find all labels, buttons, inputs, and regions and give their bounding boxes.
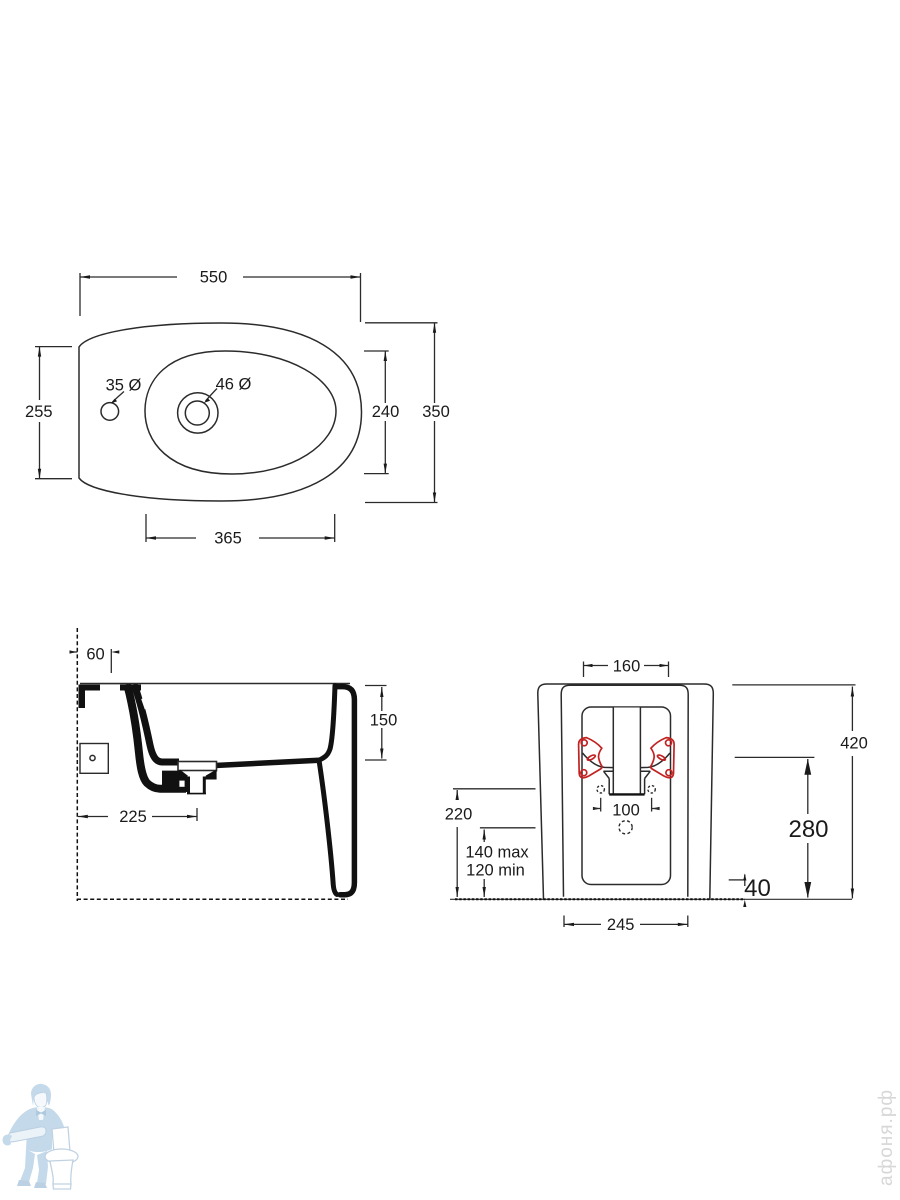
svg-text:420: 420 bbox=[840, 735, 868, 753]
svg-text:афоня.рф: афоня.рф bbox=[876, 1089, 897, 1186]
svg-text:255: 255 bbox=[25, 403, 53, 421]
svg-text:245: 245 bbox=[607, 916, 635, 934]
svg-text:240: 240 bbox=[372, 403, 400, 421]
svg-text:160: 160 bbox=[613, 658, 641, 676]
svg-text:280: 280 bbox=[788, 816, 828, 843]
svg-text:140 max: 140 max bbox=[465, 844, 529, 862]
svg-text:46 Ø: 46 Ø bbox=[216, 376, 252, 394]
svg-text:365: 365 bbox=[214, 530, 242, 548]
svg-text:120 min: 120 min bbox=[466, 862, 525, 880]
svg-text:550: 550 bbox=[200, 269, 228, 287]
svg-text:100: 100 bbox=[612, 802, 640, 820]
svg-text:220: 220 bbox=[445, 806, 473, 824]
svg-text:40: 40 bbox=[744, 875, 771, 902]
svg-text:35 Ø: 35 Ø bbox=[106, 377, 142, 395]
svg-text:60: 60 bbox=[86, 646, 104, 664]
svg-text:225: 225 bbox=[119, 808, 147, 826]
svg-text:150: 150 bbox=[370, 712, 398, 730]
svg-text:350: 350 bbox=[422, 403, 450, 421]
